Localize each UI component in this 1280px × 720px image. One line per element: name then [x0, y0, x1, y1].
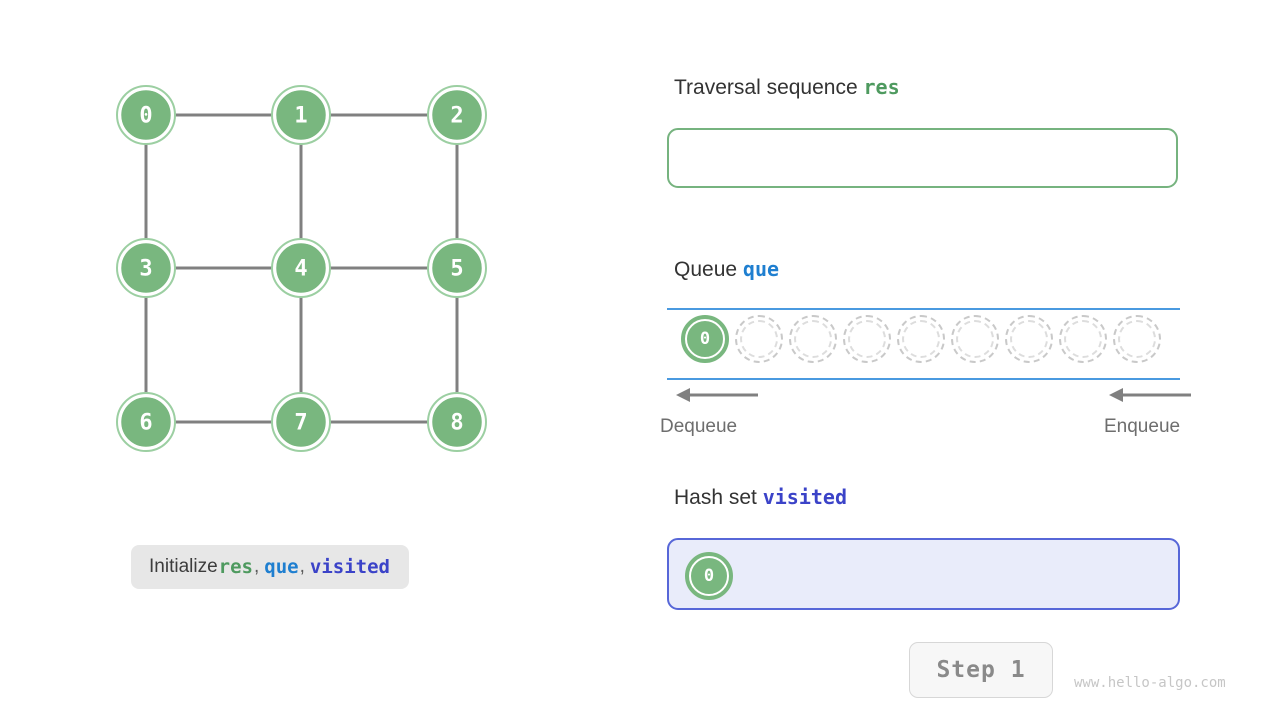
queue-slot[interactable] — [735, 315, 783, 363]
hash-set-container: 0 — [667, 538, 1180, 610]
graph-node-body — [432, 90, 482, 140]
queue-slot-list: 0 — [681, 315, 1161, 363]
queue-section-title: Queue que — [674, 257, 779, 282]
graph-node-outer-ring — [271, 238, 331, 298]
graph-node-body — [276, 243, 326, 293]
queue-slot[interactable] — [1113, 315, 1161, 363]
graph-node-inner-ring — [118, 240, 174, 296]
step-badge: Step 1 — [909, 642, 1053, 698]
graph-node-body — [121, 397, 171, 447]
graph-node-1[interactable]: 1 — [271, 85, 331, 145]
graph-node-inner-ring — [273, 394, 329, 450]
graph-node-outer-ring — [116, 238, 176, 298]
graph-node-body — [432, 243, 482, 293]
dequeue-label: Dequeue — [660, 416, 738, 437]
graph-node-6[interactable]: 6 — [116, 392, 176, 452]
queue-slot-label: 0 — [699, 329, 711, 349]
queue-slot[interactable] — [1059, 315, 1107, 363]
graph-node-outer-ring — [271, 85, 331, 145]
state-panel: Traversal sequence res Queue que 0 Deque… — [660, 0, 1280, 720]
graph-node-body — [121, 243, 171, 293]
graph-node-outer-ring — [427, 392, 487, 452]
graph-node-body — [276, 397, 326, 447]
graph-node-5[interactable]: 5 — [427, 238, 487, 298]
graph-node-layer: 0 1 2 3 4 5 6 7 8 — [116, 85, 487, 452]
graph-node-label: 3 — [139, 257, 152, 282]
hash-set-item-label: 0 — [703, 566, 715, 586]
graph-node-outer-ring — [116, 392, 176, 452]
graph-node-inner-ring — [273, 240, 329, 296]
hash-title-text: Hash set — [674, 486, 757, 509]
graph-node-label: 5 — [450, 257, 463, 282]
graph-panel: 0 1 2 3 4 5 6 7 8 — [0, 0, 620, 720]
graph-edge-layer — [144, 113, 459, 424]
enqueue-label: Enqueue — [1104, 416, 1181, 437]
graph-node-label: 1 — [294, 104, 307, 129]
queue-slot[interactable] — [897, 315, 945, 363]
graph-node-body — [432, 397, 482, 447]
caption-separator-1: , — [253, 556, 260, 577]
queue-container: 0 — [667, 308, 1180, 380]
graph-node-body — [276, 90, 326, 140]
graph-node-8[interactable]: 8 — [427, 392, 487, 452]
queue-slot[interactable] — [789, 315, 837, 363]
graph-node-outer-ring — [427, 238, 487, 298]
queue-title-variable: que — [742, 257, 780, 281]
res-title-variable: res — [863, 75, 900, 99]
queue-title-text: Queue — [674, 258, 738, 281]
hash-section-title: Hash set visited — [674, 485, 847, 510]
res-container — [667, 128, 1178, 188]
res-title-text: Traversal sequence — [674, 76, 858, 99]
queue-rail-bottom — [667, 378, 1180, 380]
queue-slot[interactable] — [1005, 315, 1053, 363]
graph-node-label: 2 — [450, 104, 463, 129]
graph-node-outer-ring — [427, 85, 487, 145]
caption-var-que: que — [264, 556, 299, 578]
watermark: www.hello-algo.com — [1074, 675, 1226, 691]
queue-rail-top — [667, 308, 1180, 310]
graph-node-label: 0 — [139, 104, 152, 129]
graph-node-outer-ring — [116, 85, 176, 145]
res-section-title: Traversal sequence res — [674, 75, 900, 100]
graph-node-outer-ring — [271, 392, 331, 452]
graph-node-label: 4 — [294, 257, 307, 282]
queue-direction-arrows — [667, 384, 1191, 408]
caption-var-visited: visited — [309, 556, 390, 578]
caption-action: Initialize — [149, 556, 218, 577]
graph-node-label: 7 — [294, 411, 307, 436]
queue-slot[interactable] — [843, 315, 891, 363]
graph-node-label: 8 — [450, 411, 463, 436]
graph-node-inner-ring — [118, 87, 174, 143]
hash-set-item-list: 0 — [685, 552, 733, 600]
graph-node-inner-ring — [118, 394, 174, 450]
caption-separator-2: , — [299, 556, 305, 577]
graph-node-4[interactable]: 4 — [271, 238, 331, 298]
graph-svg: 0 1 2 3 4 5 6 7 8 — [116, 85, 487, 452]
queue-slot[interactable]: 0 — [681, 315, 729, 363]
dequeue-arrow-icon — [676, 388, 758, 402]
graph-node-inner-ring — [429, 240, 485, 296]
graph-node-inner-ring — [429, 87, 485, 143]
graph-node-7[interactable]: 7 — [271, 392, 331, 452]
enqueue-arrow-icon — [1109, 388, 1191, 402]
hash-set-item[interactable]: 0 — [685, 552, 733, 600]
graph-node-inner-ring — [273, 87, 329, 143]
graph-node-inner-ring — [429, 394, 485, 450]
graph-node-2[interactable]: 2 — [427, 85, 487, 145]
queue-slot[interactable] — [951, 315, 999, 363]
caption-var-res: res — [218, 556, 253, 578]
graph-node-0[interactable]: 0 — [116, 85, 176, 145]
hash-title-variable: visited — [762, 485, 848, 509]
graph-node-3[interactable]: 3 — [116, 238, 176, 298]
graph-node-body — [121, 90, 171, 140]
graph-node-label: 6 — [139, 411, 152, 436]
